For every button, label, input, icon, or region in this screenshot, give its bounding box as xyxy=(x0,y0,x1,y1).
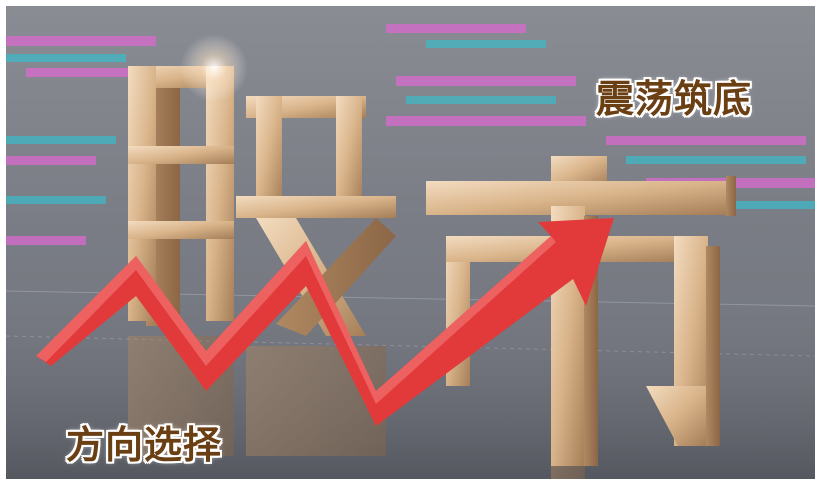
golden-character-shi xyxy=(426,156,736,466)
stock-market-illustration: 震荡筑底 方向选择 xyxy=(6,6,815,479)
caption-consolidation: 震荡筑底 xyxy=(596,77,753,121)
caption-direction: 方向选择 xyxy=(66,423,223,467)
scene-graphics xyxy=(6,24,815,479)
rising-zigzag-arrow-icon xyxy=(36,218,614,426)
light-flare xyxy=(180,34,248,102)
